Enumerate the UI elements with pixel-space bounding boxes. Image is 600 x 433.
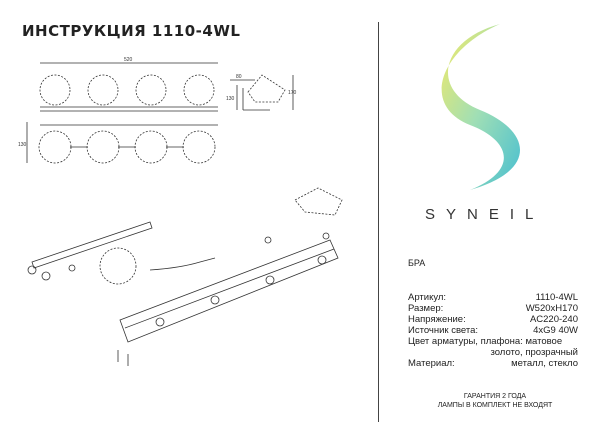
spec-label: Напряжение: xyxy=(408,314,466,325)
brand-name: SYNEIL xyxy=(425,206,545,223)
lamps-note: ЛАМПЫ В КОМПЛЕКТ НЕ ВХОДЯТ xyxy=(437,402,553,409)
syneil-logo-mark xyxy=(441,24,520,190)
spec-value: W520xH170 xyxy=(525,303,578,314)
spec-label: Артикул: xyxy=(408,292,447,303)
spec-label: Размер: xyxy=(408,303,444,314)
spec-color-cont: золото, прозрачный xyxy=(490,347,578,358)
spec-color: Цвет арматуры, плафона: матовое xyxy=(408,336,563,347)
spec-value: 1110-4WL xyxy=(535,292,578,303)
spec-row: Напряжение: AC220-240 xyxy=(408,314,578,325)
dim-depth: 80 xyxy=(236,74,242,80)
page-title: ИНСТРУКЦИЯ 1110-4WL xyxy=(22,22,241,40)
side-view-drawing xyxy=(230,74,294,111)
assembly-drawing xyxy=(27,187,343,366)
product-type: БРА xyxy=(408,258,426,268)
spec-row: Артикул: 1110-4WL xyxy=(408,292,578,303)
spec-label: Источник света: xyxy=(408,325,479,336)
dim-width: 520 xyxy=(124,57,133,63)
spec-row: Размер: W520xH170 xyxy=(408,303,578,314)
spec-value: металл, стекло xyxy=(511,358,578,369)
spec-value: AC220-240 xyxy=(529,314,578,325)
dim-height-side: 130 xyxy=(226,96,235,102)
spec-label: Материал: xyxy=(408,358,455,369)
spec-row: Источник света: 4xG9 40W xyxy=(408,325,578,336)
front-view-drawing xyxy=(26,62,218,164)
warranty-note: ГАРАНТИЯ 2 ГОДА ЛАМПЫ В КОМПЛЕКТ НЕ ВХОД… xyxy=(400,392,590,410)
divider xyxy=(378,22,379,422)
spec-value: 4xG9 40W xyxy=(533,325,578,336)
dim-height-total: 170 xyxy=(288,90,297,96)
dim-height-front: 130 xyxy=(18,142,27,148)
warranty-text: ГАРАНТИЯ 2 ГОДА xyxy=(463,393,527,400)
spec-row: Материал: металл, стекло xyxy=(408,358,578,369)
spec-list: Артикул: 1110-4WL Размер: W520xH170 Напряж… xyxy=(408,292,578,369)
